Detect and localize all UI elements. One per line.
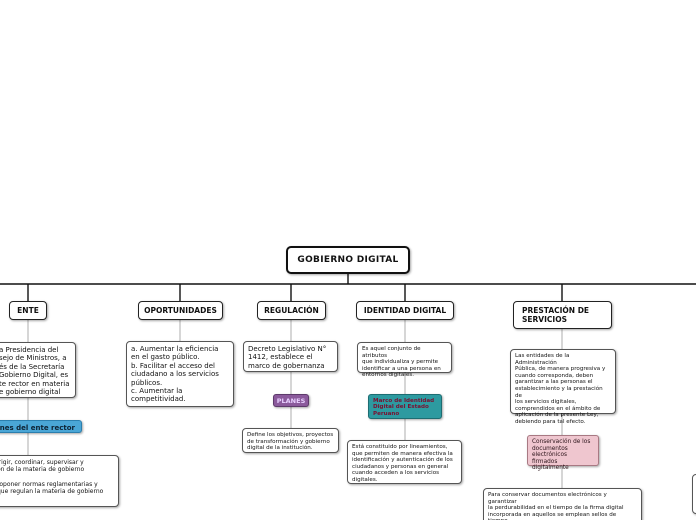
- regulacion-planes-label[interactable]: PLANES: [273, 394, 309, 407]
- branch-oportunidades[interactable]: OPORTUNIDADES: [138, 301, 223, 320]
- regulacion-planes-label-text: PLANES: [276, 396, 306, 405]
- branch-identidad[interactable]: IDENTIDAD DIGITAL: [356, 301, 454, 320]
- ente-functions-label-text: ones del ente rector: [0, 424, 75, 432]
- offscreen-node-edge: [692, 474, 696, 514]
- ente-functions-label[interactable]: ones del ente rector: [0, 420, 82, 433]
- identidad-marco-text[interactable]: Está constituido por lineamientos, que p…: [347, 440, 462, 484]
- regulacion-decreto[interactable]: Decreto Legislativo N° 1412, establece e…: [243, 341, 338, 372]
- prestacion-text[interactable]: Las entidades de la Administración Públi…: [510, 349, 616, 425]
- branch-regulacion-label: REGULACIÓN: [264, 306, 319, 315]
- branch-oportunidades-label: OPORTUNIDADES: [144, 306, 217, 315]
- regulacion-planes-text[interactable]: Define los objetivos, proyectos de trans…: [242, 428, 339, 453]
- prestacion-conservacion-label[interactable]: Conservación de los documentos electróni…: [527, 435, 599, 471]
- oportunidades-text[interactable]: a. Aumentar la eficiencia en el gasto pú…: [126, 341, 234, 407]
- branch-prestacion[interactable]: PRESTACIÓN DE SERVICIOS: [513, 301, 612, 329]
- ente-functions-text[interactable]: irigir, coordinar, supervisar y ón de la…: [0, 455, 119, 507]
- branch-identidad-label: IDENTIDAD DIGITAL: [363, 306, 447, 315]
- branch-prestacion-label: PRESTACIÓN DE SERVICIOS: [522, 306, 590, 324]
- prestacion-conservacion-text[interactable]: Para conservar documentos electrónicos y…: [483, 488, 642, 520]
- root-node[interactable]: GOBIERNO DIGITAL: [286, 246, 410, 274]
- branch-ente-label: ENTE: [17, 306, 39, 315]
- branch-regulacion[interactable]: REGULACIÓN: [257, 301, 326, 320]
- identidad-marco-label[interactable]: Marco de Identidad Digital del Estado Pe…: [368, 394, 442, 419]
- branch-ente[interactable]: ENTE: [9, 301, 47, 320]
- identidad-definition[interactable]: Es aquel conjunto de atributos que indiv…: [357, 342, 452, 378]
- root-label: GOBIERNO DIGITAL: [297, 255, 399, 265]
- ente-description[interactable]: a Presidencia del sejo de Ministros, a é…: [0, 342, 76, 398]
